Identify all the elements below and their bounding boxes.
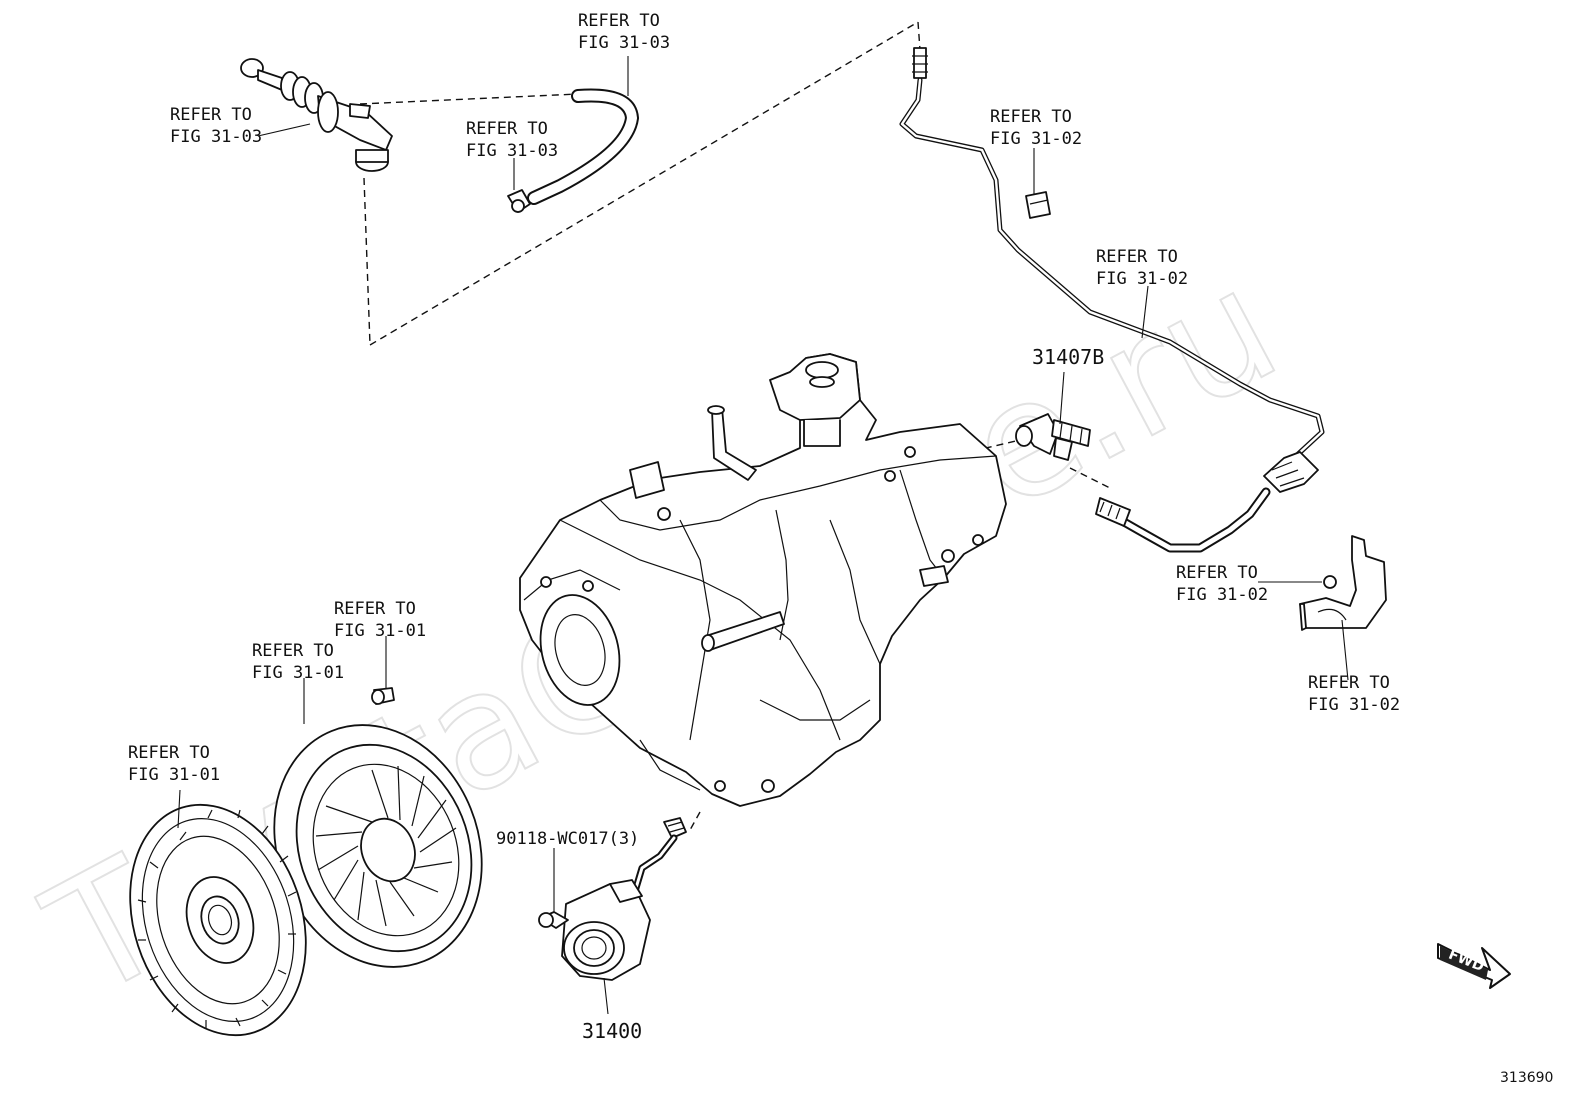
refer-label-hose-clip: REFER TO FIG 31-03 bbox=[466, 119, 558, 161]
svg-text:FIG 31-01: FIG 31-01 bbox=[252, 663, 344, 683]
svg-text:REFER TO: REFER TO bbox=[578, 11, 660, 31]
refer-label-cover-bolt: REFER TO FIG 31-01 bbox=[334, 599, 426, 641]
svg-text:FIG 31-02: FIG 31-02 bbox=[1096, 269, 1188, 289]
svg-text:REFER TO: REFER TO bbox=[170, 105, 252, 125]
refer-label-bracket-bolt: REFER TO FIG 31-02 bbox=[1176, 563, 1268, 605]
svg-text:FIG 31-01: FIG 31-01 bbox=[128, 765, 220, 785]
refer-label-tube-clamp: REFER TO FIG 31-02 bbox=[990, 107, 1082, 149]
svg-text:FIG 31-02: FIG 31-02 bbox=[1176, 585, 1268, 605]
bracket-bolt[interactable] bbox=[1323, 575, 1337, 589]
fwd-arrow: FWD bbox=[1437, 943, 1511, 989]
svg-text:FIG 31-03: FIG 31-03 bbox=[466, 141, 558, 161]
svg-text:REFER TO: REFER TO bbox=[1308, 673, 1390, 693]
part-number-31407b[interactable]: 31407B bbox=[1032, 345, 1104, 369]
leader-lines bbox=[177, 56, 1349, 1015]
svg-text:REFER TO: REFER TO bbox=[1176, 563, 1258, 583]
refer-label-clutch-disc: REFER TO FIG 31-01 bbox=[128, 743, 220, 785]
svg-text:REFER TO: REFER TO bbox=[466, 119, 548, 139]
refer-label-clutch-cover: REFER TO FIG 31-01 bbox=[252, 641, 344, 683]
svg-text:FIG 31-03: FIG 31-03 bbox=[170, 127, 262, 147]
part-number-90118[interactable]: 90118-WC017(3) bbox=[496, 829, 639, 849]
bolt-90118[interactable] bbox=[538, 911, 569, 929]
clutch-disc[interactable] bbox=[102, 782, 335, 1058]
transmission-housing bbox=[519, 353, 1007, 807]
tube-union-31407b[interactable] bbox=[1015, 413, 1091, 461]
clutch-line-tube[interactable] bbox=[899, 47, 1325, 459]
svg-text:REFER TO: REFER TO bbox=[990, 107, 1072, 127]
svg-text:FIG 31-01: FIG 31-01 bbox=[334, 621, 426, 641]
flexible-hose[interactable] bbox=[1095, 451, 1319, 553]
hose-bracket[interactable] bbox=[1299, 535, 1387, 631]
svg-text:FIG 31-03: FIG 31-03 bbox=[578, 33, 670, 53]
clutch-master-cylinder[interactable] bbox=[240, 58, 393, 172]
reservoir-hose[interactable] bbox=[507, 88, 639, 213]
refer-label-master-cylinder: REFER TO FIG 31-03 bbox=[170, 105, 262, 147]
clutch-cover[interactable] bbox=[239, 694, 517, 999]
refer-label-clutch-tube: REFER TO FIG 31-02 bbox=[1096, 247, 1188, 289]
svg-text:REFER TO: REFER TO bbox=[334, 599, 416, 619]
svg-text:REFER TO: REFER TO bbox=[252, 641, 334, 661]
tube-clamp[interactable] bbox=[1025, 191, 1051, 219]
svg-text:REFER TO: REFER TO bbox=[1096, 247, 1178, 267]
clutch-cover-bolt[interactable] bbox=[371, 687, 395, 705]
refer-label-bracket: REFER TO FIG 31-02 bbox=[1308, 673, 1400, 715]
clutch-release-cylinder-31400[interactable] bbox=[561, 817, 687, 981]
svg-text:FIG 31-02: FIG 31-02 bbox=[990, 129, 1082, 149]
svg-text:REFER TO: REFER TO bbox=[128, 743, 210, 763]
diagram-code: 313690 bbox=[1500, 1070, 1553, 1086]
refer-label-hose: REFER TO FIG 31-03 bbox=[578, 11, 670, 53]
svg-text:FIG 31-02: FIG 31-02 bbox=[1308, 695, 1400, 715]
part-number-31400[interactable]: 31400 bbox=[582, 1019, 642, 1043]
